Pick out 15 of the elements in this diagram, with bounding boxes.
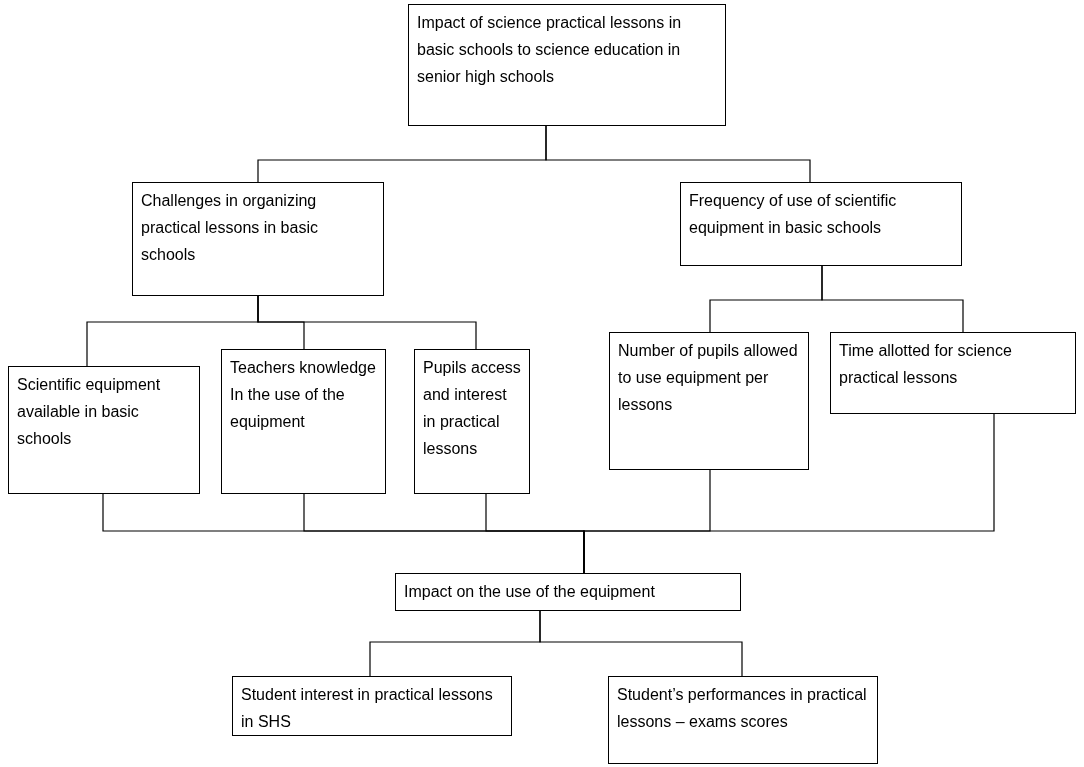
text-box: Student interest in practical lessons in SHS — [232, 676, 512, 736]
text-box: Teachers knowledge In the use of the equipment — [221, 349, 386, 494]
text-box: Number of pupils allowed to use equipment per lessons — [609, 332, 809, 470]
text-box: Pupils access and interest in practical lessons — [414, 349, 530, 494]
connector-line — [539, 610, 743, 677]
text-box: Impact on the use of the equipment — [395, 573, 741, 611]
text-box: Impact of science practical lessons in basic schools to science education in senior high schools — [408, 4, 726, 126]
connector-line — [257, 295, 477, 350]
connector-line — [545, 125, 811, 183]
text-box: Time allotted for science practical lessons — [830, 332, 1076, 414]
connector-line — [821, 265, 964, 333]
text-box: Challenges in organizing practical lessons in basic schools — [132, 182, 384, 296]
text-box: Scientific equipment available in basic schools — [8, 366, 200, 494]
text-box: Frequency of use of scientific equipment in basic schools — [680, 182, 962, 266]
text-box: Student’s performances in practical lessons – exams scores — [608, 676, 878, 764]
